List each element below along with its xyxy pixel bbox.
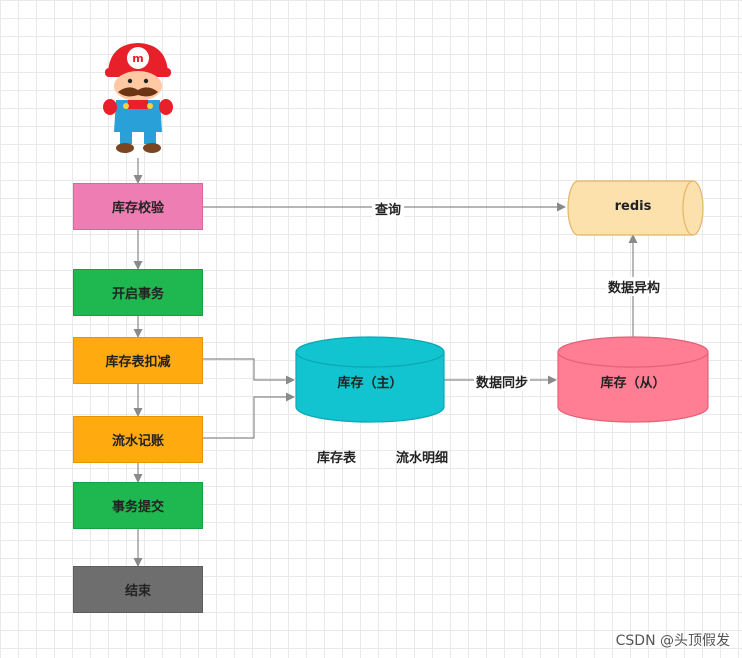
master-db-cylinder xyxy=(295,336,445,423)
slave-db-label: 库存（从） xyxy=(600,376,666,391)
redis-label: redis xyxy=(614,199,652,214)
step-ledger: 流水记账 xyxy=(73,416,203,463)
edge-label-query: 查询 xyxy=(372,199,405,218)
edge-label-heterogeneous: 数据异构 xyxy=(606,277,663,296)
watermark: CSDN @头顶假发 xyxy=(615,633,730,649)
step-end: 结束 xyxy=(73,566,203,613)
edge-deduct-to-master xyxy=(203,358,295,385)
edge-label-sync: 数据同步 xyxy=(474,372,531,391)
slave-db-cylinder xyxy=(557,336,709,423)
step-stock-deduct: 库存表扣减 xyxy=(73,337,203,384)
mario-icon: m xyxy=(103,43,173,153)
table-label-stock: 库存表 xyxy=(317,451,357,466)
step-commit-transaction: 事务提交 xyxy=(73,482,203,529)
table-label-flow-detail: 流水明细 xyxy=(396,451,449,466)
step-begin-transaction: 开启事务 xyxy=(73,269,203,316)
master-db-label: 库存（主） xyxy=(337,376,403,391)
step-stock-check: 库存校验 xyxy=(73,183,203,230)
svg-text:m: m xyxy=(132,52,143,65)
redis-cylinder xyxy=(567,180,704,236)
edge-ledger-to-master xyxy=(203,392,295,439)
